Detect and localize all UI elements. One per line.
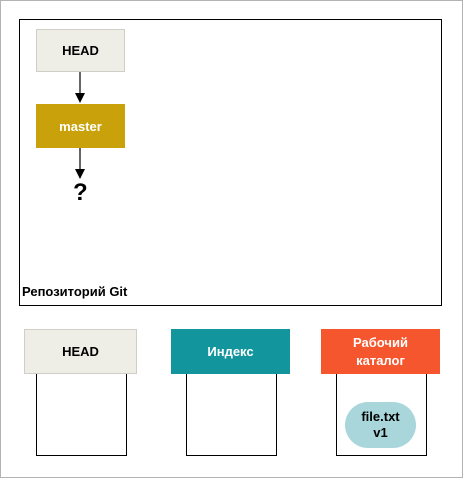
- file-version: v1: [373, 425, 388, 440]
- index-column-header: Индекс: [171, 329, 290, 374]
- working-dir-label-line1: Рабочий: [353, 334, 408, 350]
- file-name: file.txt: [361, 408, 400, 424]
- repository-label: Репозиторий Git: [22, 284, 128, 299]
- working-dir-column-header: Рабочий каталог: [321, 329, 440, 374]
- unknown-commit-marker: ?: [73, 179, 88, 206]
- head-pointer-box: HEAD: [36, 29, 125, 72]
- head-column-header: HEAD: [24, 329, 137, 374]
- working-dir-label-line2: каталог: [356, 352, 405, 368]
- master-branch-box: master: [36, 104, 125, 148]
- head-column-body: [36, 374, 127, 456]
- file-node: file.txt v1: [345, 402, 416, 448]
- index-column-body: [186, 374, 277, 456]
